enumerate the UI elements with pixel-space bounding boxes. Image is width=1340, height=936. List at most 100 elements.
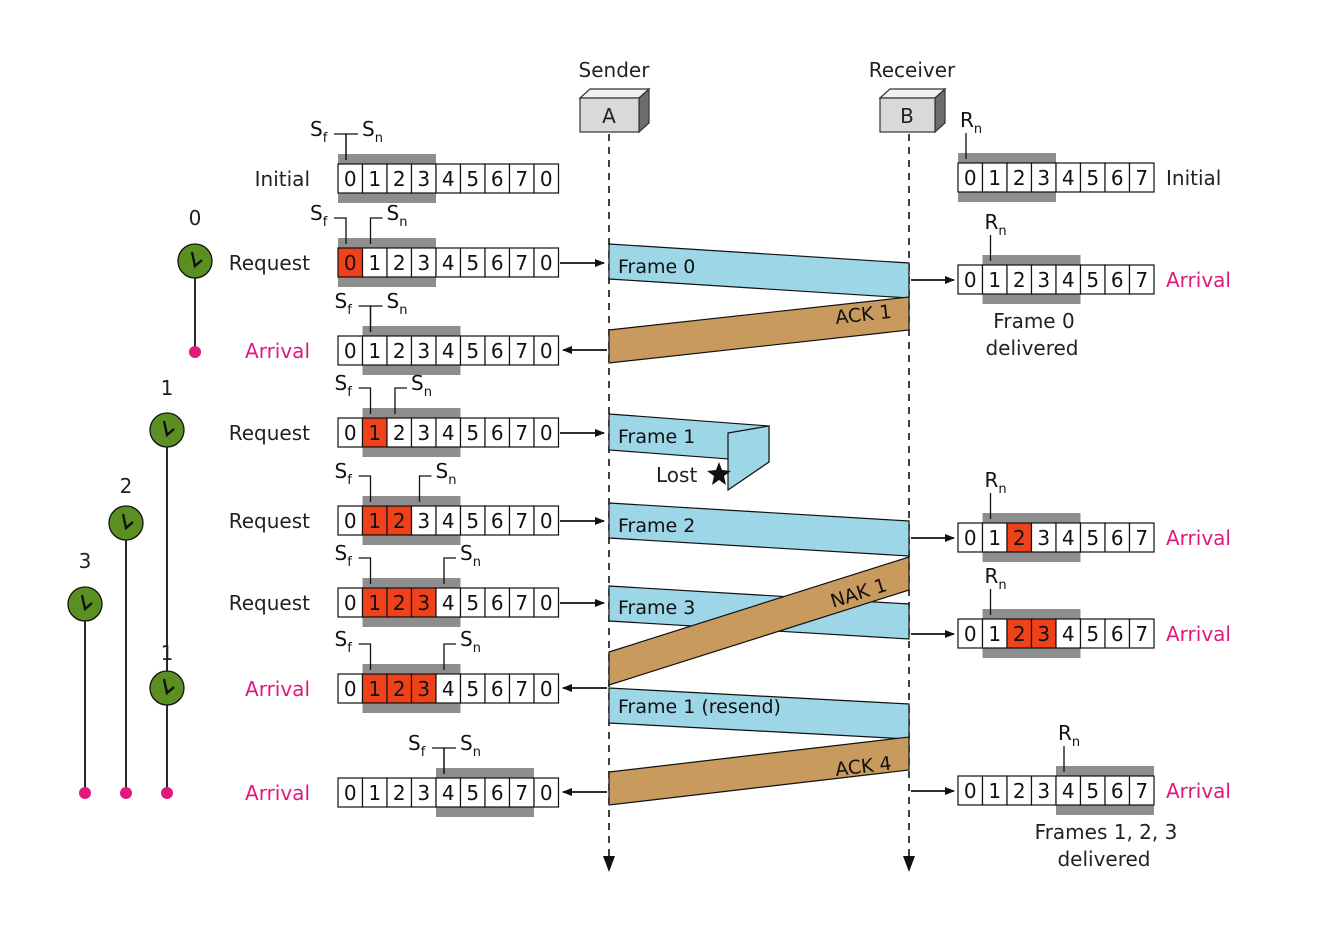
sn-pointer-label: Sn: [460, 541, 481, 570]
window-cell: 3: [1030, 522, 1057, 553]
window-cell: 2: [386, 587, 413, 618]
svg-text:6: 6: [491, 167, 504, 191]
window-cell: 3: [410, 587, 437, 618]
message-frame-2: Frame 2: [608, 502, 910, 557]
svg-text:0: 0: [344, 677, 357, 701]
window-cell: 6: [1104, 522, 1131, 553]
sn-pointer-label: Sn: [387, 201, 408, 230]
svg-text:0: 0: [540, 509, 553, 533]
svg-text:6: 6: [491, 591, 504, 615]
window-cell: 5: [459, 335, 486, 366]
svg-text:6: 6: [1111, 268, 1124, 292]
delivery-note-1-line-2: delivered: [985, 336, 1078, 360]
svg-text:3: 3: [1037, 166, 1050, 190]
sf-pointer-label: Sf: [335, 289, 353, 318]
svg-text:0: 0: [540, 677, 553, 701]
svg-text:0: 0: [540, 781, 553, 805]
window-cell: 0: [957, 618, 984, 649]
event-label: Arrival: [1166, 268, 1231, 292]
svg-text:6: 6: [1111, 779, 1124, 803]
window-cell: 0: [337, 673, 364, 704]
window-cell: 0: [957, 522, 984, 553]
sn-pointer-label: Sn: [436, 459, 457, 488]
window-cell: 7: [1128, 162, 1155, 193]
window-cell: 2: [386, 505, 413, 536]
window-cell: 3: [410, 673, 437, 704]
window-cell: 2: [386, 777, 413, 808]
svg-text:6: 6: [491, 781, 504, 805]
window-cell: 5: [459, 505, 486, 536]
event-label: Arrival: [1166, 526, 1231, 550]
sf-pointer-label: Sf: [335, 541, 353, 570]
window-cell: 3: [1030, 775, 1057, 806]
window-cell: 1: [361, 247, 388, 278]
window-cell: 2: [1006, 775, 1033, 806]
svg-text:4: 4: [442, 339, 455, 363]
window-cell: 3: [1030, 618, 1057, 649]
explosion-icon: [707, 462, 731, 485]
window-cell: 2: [1006, 618, 1033, 649]
svg-text:2: 2: [393, 421, 406, 445]
event-label: Request: [229, 591, 310, 615]
window-cell: 5: [459, 247, 486, 278]
event-label: Request: [229, 421, 310, 445]
window-cell: 7: [1128, 775, 1155, 806]
window-cell: 6: [1104, 618, 1131, 649]
svg-text:0: 0: [540, 167, 553, 191]
window-cell: 4: [435, 247, 462, 278]
message-label: Frame 1 (resend): [618, 696, 781, 718]
window-cell: 0: [337, 505, 364, 536]
timer-clock-1: 1: [149, 376, 185, 448]
rn-pointer-label: Rn: [985, 210, 1007, 239]
svg-text:4: 4: [442, 781, 455, 805]
timer-label: 3: [79, 549, 92, 573]
delivery-note-1-line-1: Frame 0: [993, 309, 1074, 333]
svg-text:0: 0: [344, 421, 357, 445]
window-cell: 7: [508, 777, 535, 808]
window-cell: 1: [361, 163, 388, 194]
window-cell: 1: [981, 264, 1008, 295]
window-cell: 4: [1055, 522, 1082, 553]
timer-clock-3: 3: [67, 549, 103, 622]
window-cell: 5: [1079, 775, 1106, 806]
svg-text:0: 0: [344, 167, 357, 191]
svg-text:7: 7: [515, 677, 528, 701]
svg-text:1: 1: [988, 166, 1001, 190]
svg-text:1: 1: [368, 421, 381, 445]
svg-text:0: 0: [540, 251, 553, 275]
svg-text:2: 2: [393, 339, 406, 363]
svg-text:4: 4: [1062, 166, 1075, 190]
window-cell: 0: [533, 673, 560, 704]
svg-text:1: 1: [368, 591, 381, 615]
window-cell: 0: [533, 777, 560, 808]
svg-text:6: 6: [1111, 526, 1124, 550]
svg-text:7: 7: [1135, 166, 1148, 190]
window-cell: 4: [1055, 264, 1082, 295]
svg-text:2: 2: [1013, 166, 1026, 190]
timer-label: 1: [161, 376, 174, 400]
timer-clock-0: 0: [177, 206, 213, 279]
window-cell: 4: [435, 163, 462, 194]
svg-text:4: 4: [442, 591, 455, 615]
window-cell: 1: [361, 505, 388, 536]
window-cell: 7: [508, 247, 535, 278]
svg-text:1: 1: [368, 339, 381, 363]
sf-pointer-label: Sf: [408, 731, 426, 760]
timer-expiry-dot: [79, 787, 91, 799]
window-cell: 2: [386, 335, 413, 366]
window-cell: 1: [361, 417, 388, 448]
receiver-arrows: [911, 276, 955, 795]
event-label: Initial: [1166, 166, 1221, 190]
svg-text:2: 2: [393, 167, 406, 191]
svg-text:5: 5: [1086, 166, 1099, 190]
svg-text:5: 5: [466, 421, 479, 445]
window-cell: 1: [981, 775, 1008, 806]
window-cell: 3: [410, 247, 437, 278]
svg-text:6: 6: [491, 677, 504, 701]
window-cell: 5: [1079, 618, 1106, 649]
